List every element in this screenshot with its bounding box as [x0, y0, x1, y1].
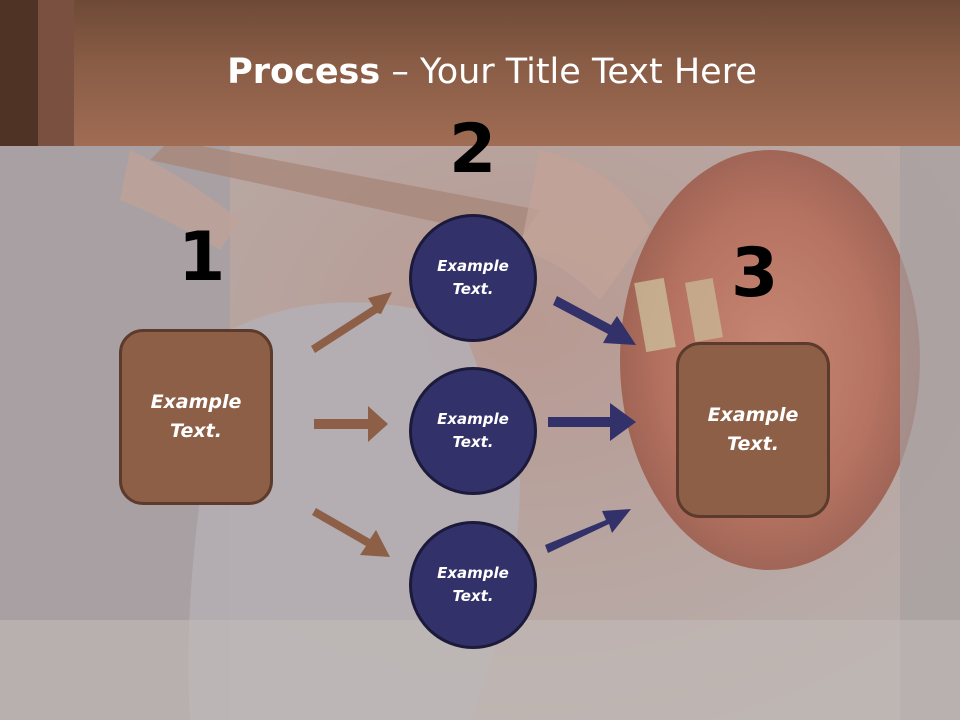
- step-1-label: Example Text.: [150, 391, 242, 442]
- step-number-3: 3: [731, 234, 779, 313]
- arrow-top-to-right: [553, 296, 636, 345]
- step-3-label: Example Text.: [707, 404, 799, 455]
- arrow-left-to-top: [311, 292, 392, 353]
- arrow-bottom-to-right: [545, 509, 631, 553]
- circle-middle-label: Example Text.: [437, 410, 509, 451]
- arrow-middle-to-right: [548, 403, 636, 441]
- step-1-box: Example Text.: [119, 329, 273, 505]
- header-accent-light: [38, 0, 74, 146]
- step-2-circle-middle: Example Text.: [409, 367, 537, 495]
- circle-bottom-label: Example Text.: [437, 564, 509, 605]
- title-bar: [0, 0, 960, 146]
- step-number-2: 2: [449, 110, 497, 189]
- arrow-left-to-middle: [314, 406, 388, 442]
- slide-title: Process – Your Title Text Here: [0, 52, 960, 92]
- step-number-1: 1: [178, 218, 226, 297]
- arrow-left-to-bottom: [312, 508, 390, 557]
- step-2-circle-top: Example Text.: [409, 214, 537, 342]
- step-2-circle-bottom: Example Text.: [409, 521, 537, 649]
- header-accent-dark: [0, 0, 38, 146]
- circle-top-label: Example Text.: [437, 257, 509, 298]
- title-bold: Process: [227, 52, 381, 92]
- title-rest: – Your Title Text Here: [380, 52, 757, 92]
- step-3-box: Example Text.: [676, 342, 830, 518]
